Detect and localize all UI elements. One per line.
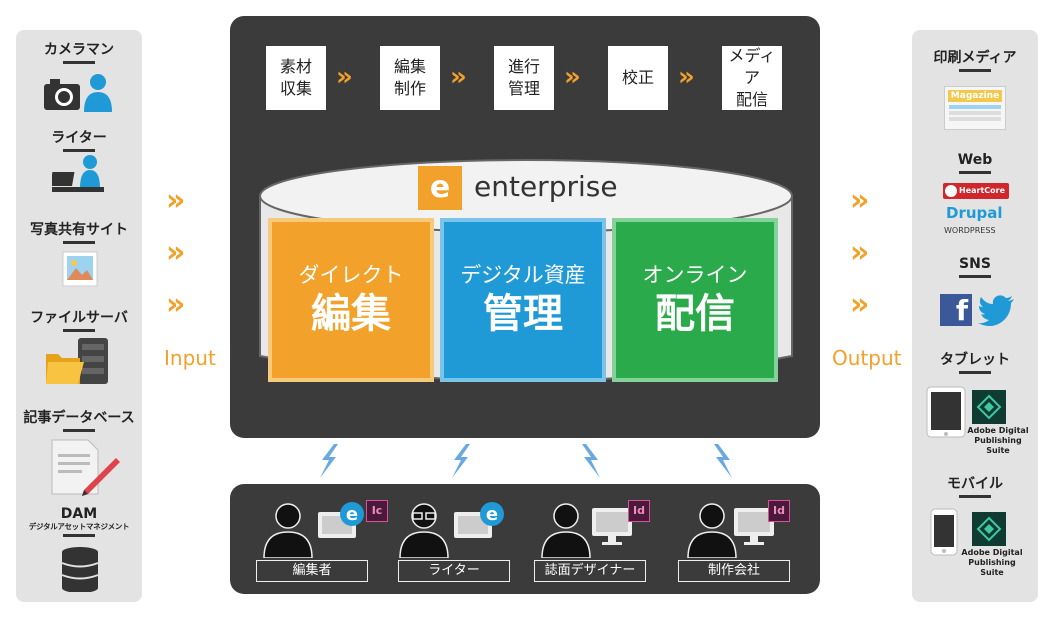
dest-mobile: モバイル	[912, 476, 1038, 498]
dest-tablet: タブレット	[912, 352, 1038, 374]
step-distribute: メディア 配信	[722, 46, 782, 110]
step-collect: 素材 収集	[266, 46, 326, 110]
panel-line1: オンライン	[642, 263, 748, 287]
step-proof: 校正	[608, 46, 668, 110]
panel-online-distribution: オンライン 配信	[612, 218, 778, 382]
adobe-dps-icon	[972, 390, 1006, 424]
writer-laptop-icon	[52, 155, 104, 192]
panel-direct-edit: ダイレクト 編集	[268, 218, 434, 382]
panel-line2: 配信	[655, 291, 735, 337]
user-label-writer: ライター	[398, 560, 510, 582]
svg-text:e: e	[486, 504, 498, 525]
source-file-server: ファイルサーバ	[16, 310, 142, 332]
person-female-icon	[687, 503, 737, 558]
dest-web: Web	[912, 152, 1038, 174]
panel-line2: 編集	[311, 291, 391, 337]
camera-person-icon	[44, 74, 112, 112]
svg-text:e: e	[346, 504, 358, 525]
source-camera: カメラマン	[16, 42, 142, 64]
source-panel	[16, 30, 142, 602]
monitor-browser-icon: e	[318, 502, 364, 538]
input-chevron-3: »	[166, 287, 186, 322]
adobe-dps-icon	[972, 512, 1006, 546]
person-icon	[541, 503, 591, 558]
step-chevron: »	[678, 62, 695, 92]
step-chevron: »	[336, 62, 353, 92]
lightning-icon	[452, 444, 470, 478]
heartcore-logo: HeartCore	[943, 183, 1009, 199]
twitter-icon	[978, 295, 1014, 326]
facebook-icon: f	[940, 294, 972, 327]
step-chevron: »	[450, 62, 467, 92]
user-label-production-company: 制作会社	[678, 560, 790, 582]
source-photo-site: 写真共有サイト	[16, 222, 142, 244]
dps-label: Adobe Digital Publishing Suite	[967, 426, 1029, 455]
lightning-icon	[320, 444, 338, 478]
step-chevron: »	[564, 62, 581, 92]
input-chevron-1: »	[166, 183, 186, 218]
user-label-editor: 編集者	[256, 560, 368, 582]
magazine-icon: Magazine	[944, 86, 1006, 130]
lightning-icon	[582, 444, 600, 478]
brand-name: enterprise	[474, 170, 618, 203]
smartphone-icon	[930, 508, 958, 556]
wordpress-logo: WordPress	[944, 226, 996, 235]
logo-letter: e	[429, 170, 451, 205]
dest-print: 印刷メディア	[912, 50, 1038, 72]
dps-label: Adobe Digital Publishing Suite	[961, 548, 1023, 577]
monitor-browser-icon: e	[454, 502, 504, 538]
incopy-icon: Ic	[366, 500, 388, 522]
user-label-designer: 誌面デザイナー	[534, 560, 646, 582]
output-chevron-1: »	[850, 183, 870, 218]
person-glasses-icon	[399, 503, 449, 558]
input-label: Input	[164, 346, 216, 370]
indesign-icon: Id	[628, 500, 650, 522]
output-chevron-2: »	[850, 235, 870, 270]
indesign-icon: Id	[768, 500, 790, 522]
file-server-icon	[46, 338, 108, 384]
step-progress: 進行 管理	[494, 46, 554, 110]
heartcore-mark-icon	[945, 185, 957, 197]
enterprise-logo: e	[418, 166, 462, 210]
dest-sns: SNS	[912, 256, 1038, 278]
panel-line1: デジタル資産	[460, 263, 586, 287]
person-icon	[263, 503, 313, 558]
input-chevron-2: »	[166, 235, 186, 270]
source-article-db: 記事データベース	[16, 410, 142, 432]
document-pencil-icon	[51, 439, 120, 496]
drupal-logo: Drupal	[946, 204, 1003, 222]
tablet-icon	[926, 386, 966, 438]
output-label: Output	[832, 346, 902, 370]
monitor-icon	[592, 508, 632, 545]
output-chevron-3: »	[850, 287, 870, 322]
panel-asset-management: デジタル資産 管理	[440, 218, 606, 382]
step-edit: 編集 制作	[380, 46, 440, 110]
panel-line2: 管理	[483, 291, 563, 337]
lightning-icon	[714, 444, 732, 478]
panel-line1: ダイレクト	[298, 263, 404, 287]
monitor-icon	[734, 508, 774, 545]
source-writer: ライター	[16, 130, 142, 152]
magazine-title: Magazine	[948, 90, 1002, 102]
database-icon	[61, 547, 99, 592]
photo-icon	[62, 251, 98, 287]
